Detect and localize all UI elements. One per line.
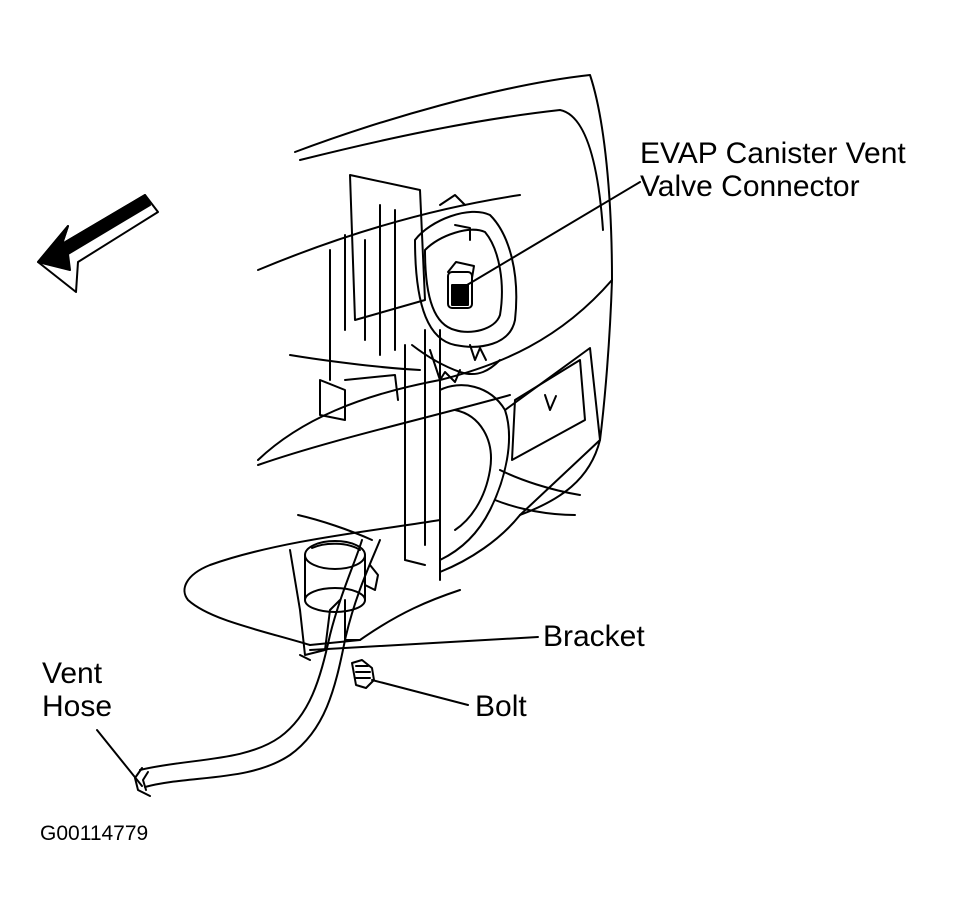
- vent-valve-mount: [414, 194, 518, 348]
- canister-housing: [439, 347, 601, 561]
- bracket-label: Bracket: [543, 620, 645, 653]
- bolt: [351, 659, 375, 689]
- vehicle-body-outline: [257, 74, 613, 573]
- support-rails: [404, 329, 441, 581]
- bolt-label: Bolt: [475, 690, 527, 723]
- evap-connector-leader: [461, 181, 641, 289]
- evap-connector-label: EVAP Canister Vent Valve Connector: [640, 137, 906, 203]
- leader-lines: [96, 181, 641, 787]
- vent-valve-connector: [447, 261, 475, 309]
- base-tray: [183, 514, 461, 646]
- bracket-leader: [309, 636, 539, 651]
- arrow-forward-icon: [37, 194, 159, 293]
- vent-hose-label-line2: Hose: [42, 690, 113, 723]
- wire-harness: [411, 344, 501, 383]
- vent-hose: [134, 539, 381, 797]
- bolt-leader: [371, 679, 469, 706]
- figure-id: G00114779: [40, 822, 149, 845]
- vent-filter: [304, 540, 366, 613]
- evap-connector-label-line1: EVAP Canister Vent: [640, 137, 906, 170]
- vent-hose-label: Vent Hose: [42, 657, 112, 723]
- vent-hose-label-line1: Vent: [42, 657, 103, 690]
- vent-hose-leader: [96, 729, 143, 787]
- evap-connector-label-line2: Valve Connector: [640, 170, 860, 203]
